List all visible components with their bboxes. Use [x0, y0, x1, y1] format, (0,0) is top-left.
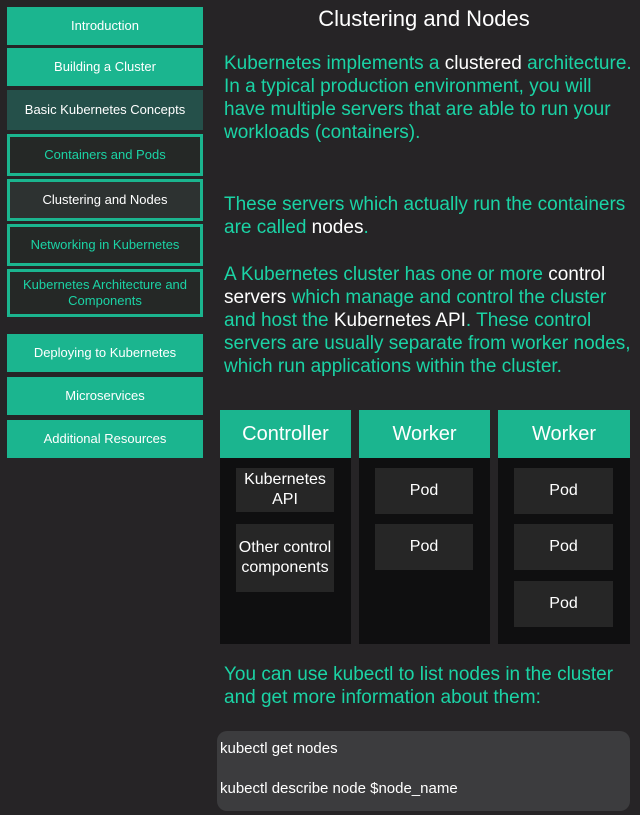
- worker-header-2: Worker: [498, 410, 630, 458]
- pod-box: Pod: [514, 524, 613, 570]
- pod-box: Pod: [514, 468, 613, 514]
- p1-text-a: Kubernetes implements a: [224, 53, 445, 74]
- code-line-describe-node: kubectl describe node $node_name: [220, 780, 458, 797]
- controller-header: Controller: [220, 410, 351, 458]
- p3-text-a: A Kubernetes cluster has one or more: [224, 264, 549, 285]
- pod-box: Pod: [375, 468, 473, 514]
- nav-containers-and-pods[interactable]: Containers and Pods: [7, 134, 203, 176]
- p3-text-c: which manage and control the cluster and…: [224, 287, 607, 331]
- nav-basic-kubernetes-concepts[interactable]: Basic Kubernetes Concepts: [7, 90, 203, 130]
- pod-box: Pod: [514, 581, 613, 627]
- nav-deploying-to-kubernetes[interactable]: Deploying to Kubernetes: [7, 334, 203, 372]
- p3-text-e: . These control servers are usually sepa…: [224, 310, 631, 377]
- controller-column: Controller Kubernetes API Other control …: [220, 410, 351, 644]
- p3-highlight-control-servers: control servers: [224, 264, 606, 308]
- p1-text-c: architecture. In a typical production en…: [224, 53, 632, 143]
- kubernetes-api-box: Kubernetes API: [236, 468, 334, 512]
- p3-highlight-kubernetes-api: Kubernetes API: [333, 310, 466, 331]
- worker-column-2: Worker Pod Pod Pod: [498, 410, 630, 644]
- paragraph-kubectl: You can use kubectl to list nodes in the…: [224, 664, 614, 708]
- nav-building-a-cluster[interactable]: Building a Cluster: [7, 48, 203, 86]
- nav-introduction[interactable]: Introduction: [7, 7, 203, 45]
- worker-header-1: Worker: [359, 410, 490, 458]
- other-control-components-box: Other control components: [236, 524, 334, 592]
- nav-clustering-and-nodes[interactable]: Clustering and Nodes: [7, 179, 203, 221]
- p2-text-c: .: [363, 217, 369, 238]
- worker-column-1: Worker Pod Pod: [359, 410, 490, 644]
- nav-microservices[interactable]: Microservices: [7, 377, 203, 415]
- paragraph-nodes: These servers which actually run the con…: [224, 193, 634, 239]
- page-title: Clustering and Nodes: [318, 6, 530, 31]
- paragraph-control-servers: A Kubernetes cluster has one or more con…: [224, 263, 634, 378]
- code-line-get-nodes: kubectl get nodes: [220, 740, 338, 757]
- p2-text-a: These servers which actually run the con…: [224, 194, 626, 238]
- p1-highlight-clustered: clustered: [444, 53, 522, 74]
- nav-networking-in-kubernetes[interactable]: Networking in Kubernetes: [7, 224, 203, 266]
- code-block: kubectl get nodes kubectl describe node …: [217, 731, 630, 811]
- pod-box: Pod: [375, 524, 473, 570]
- nav-kubernetes-architecture[interactable]: Kubernetes Architecture and Components: [7, 269, 203, 317]
- nav-additional-resources[interactable]: Additional Resources: [7, 420, 203, 458]
- paragraph-clustered-architecture: Kubernetes implements a clustered archit…: [224, 52, 634, 144]
- p2-highlight-nodes: nodes: [311, 217, 364, 238]
